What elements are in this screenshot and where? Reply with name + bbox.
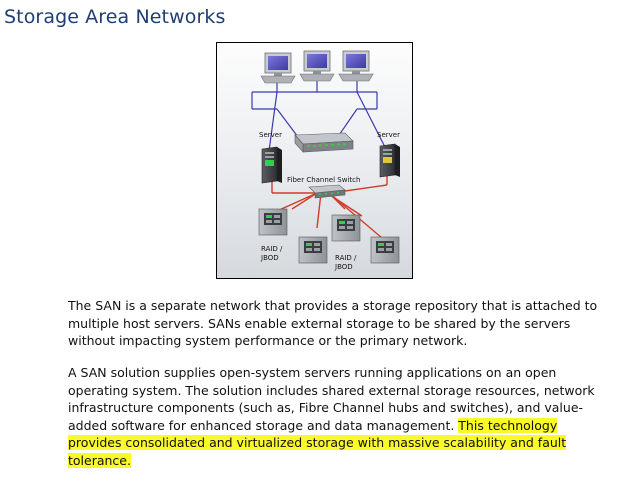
network-switch-icon xyxy=(294,132,354,153)
server-icon xyxy=(261,146,282,184)
server-right-label: Server xyxy=(377,131,400,139)
storage-label-line-1: RAID / xyxy=(261,245,283,253)
storage-label-line-2: JBOD xyxy=(260,254,279,262)
server-icon xyxy=(379,143,400,178)
fibre-channel-lines xyxy=(271,175,388,239)
storage-array-icon xyxy=(258,208,288,236)
workstation-icon xyxy=(338,50,374,82)
storage-label-line-1: RAID / xyxy=(335,254,357,262)
san-diagram: Server Server Fiber Channel Switch xyxy=(216,42,413,279)
storage-array-icon xyxy=(298,236,328,264)
storage-array-icon xyxy=(370,236,400,264)
paragraph-san-overview: The SAN is a separate network that provi… xyxy=(68,298,598,348)
storage-label-line-2: JBOD xyxy=(334,263,353,271)
fibre-channel-switch-icon xyxy=(308,184,346,199)
page-title: Storage Area Networks xyxy=(4,6,226,28)
paragraph-text: A SAN solution supplies open-system serv… xyxy=(68,365,595,433)
workstation-icon xyxy=(299,50,335,82)
paragraph-san-solution: A SAN solution supplies open-system serv… xyxy=(68,364,608,469)
server-left-label: Server xyxy=(259,131,282,139)
storage-array-icon xyxy=(331,214,361,242)
workstation-icon xyxy=(260,52,296,84)
fibre-channel-switch-label: Fiber Channel Switch xyxy=(287,176,360,184)
